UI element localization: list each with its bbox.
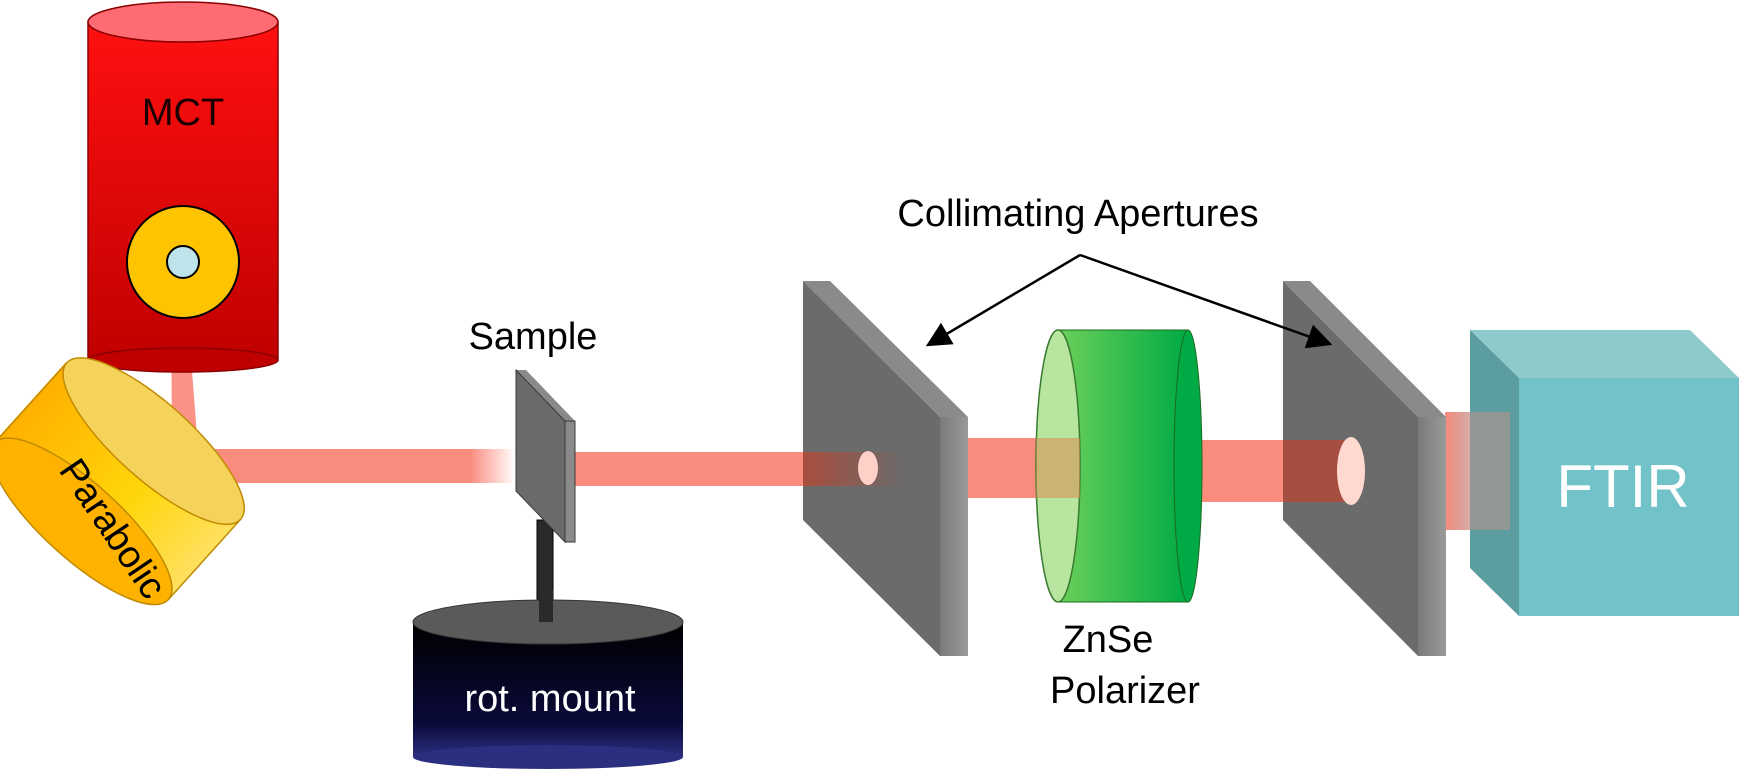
ftir-front	[1519, 378, 1739, 616]
znse-polarizer	[1035, 329, 1203, 603]
arrow-to-aperture-2	[1079, 253, 1333, 349]
aperture-2-edge	[1418, 417, 1446, 656]
ftir-label: FTIR	[1556, 453, 1689, 520]
mount-bottom	[413, 745, 683, 769]
beam-segment-2	[570, 452, 805, 486]
ftir-side	[1470, 330, 1519, 616]
polarizer-back	[1173, 329, 1203, 603]
polarizer-label: Polarizer	[1050, 670, 1200, 712]
znse-label: ZnSe	[1063, 619, 1154, 661]
rot-mount-label: rot. mount	[464, 678, 636, 720]
detector-element	[166, 245, 200, 279]
aperture-1-beam-through	[803, 452, 903, 486]
beam-segment-1	[200, 449, 480, 483]
mct-label: MCT	[142, 92, 224, 134]
beam-fade-sample	[470, 449, 515, 483]
mct-detector: MCT	[87, 1, 279, 373]
beam-segment-4	[1200, 440, 1295, 502]
sample-plate-top	[516, 370, 575, 421]
aperture-1-hole	[858, 451, 878, 485]
ftir-spectrometer: FTIR	[1470, 330, 1739, 616]
sample-label: Sample	[469, 316, 598, 358]
aperture-1	[803, 281, 968, 656]
mct-cylinder-top	[87, 1, 279, 43]
sample-plate-face	[515, 368, 566, 544]
ftir-top	[1470, 330, 1739, 378]
aperture-1-top	[803, 281, 968, 417]
parabolic-mirror	[0, 357, 245, 606]
aperture-2-top	[1283, 281, 1446, 417]
sample-plate-edge	[564, 420, 576, 543]
sample-holder	[515, 368, 576, 625]
rotation-mount: rot. mount	[412, 590, 684, 769]
polarizer-beam-through	[1036, 438, 1080, 498]
collimating-label: Collimating Apertures	[897, 193, 1258, 235]
arrow-to-aperture-1	[925, 253, 1081, 347]
aperture-2-hole	[1337, 437, 1365, 505]
aperture-1-edge	[940, 417, 968, 656]
aperture-2	[1283, 281, 1446, 656]
parabolic-side	[0, 362, 241, 600]
